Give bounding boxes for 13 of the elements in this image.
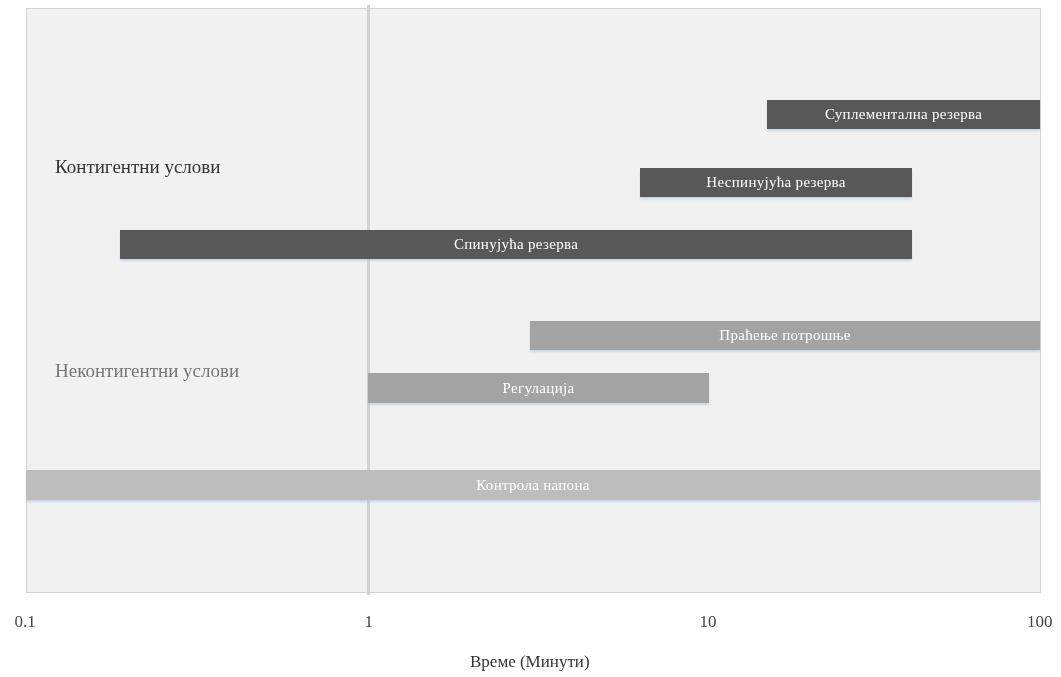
axis-tick-label: 100 — [1027, 612, 1053, 632]
timeline-bar: Контрола напона — [26, 470, 1040, 500]
category-label: Неконтигентни услови — [55, 360, 240, 382]
axis-tick-label: 0.1 — [14, 612, 36, 632]
axis-tick-label: 10 — [699, 612, 717, 632]
timeline-bar: Спинујућа резерва — [120, 230, 912, 259]
category-label: Контигентни услови — [55, 156, 221, 178]
axis-title: Време (Минути) — [470, 652, 590, 672]
timeline-bar: Праћење потрошње — [530, 321, 1040, 350]
axis-tick-label: 1 — [364, 612, 373, 632]
timeline-bar: Регулација — [368, 373, 709, 403]
timeline-bar: Суплементална резерва — [767, 100, 1040, 129]
timeline-bar: Неспинујућа резерва — [640, 168, 912, 197]
